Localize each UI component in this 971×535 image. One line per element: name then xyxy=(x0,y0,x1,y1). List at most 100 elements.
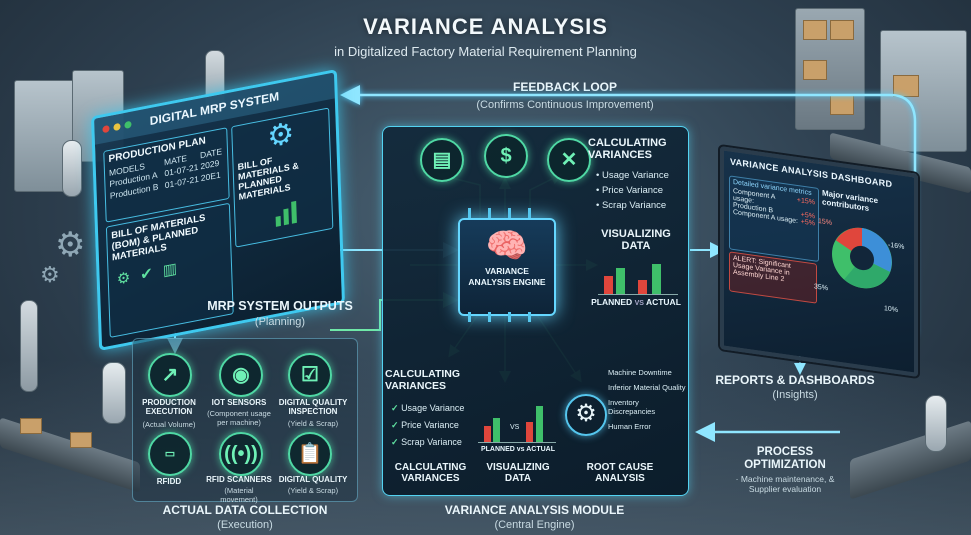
chart-caption: PLANNED VS ACTUAL xyxy=(588,297,684,307)
chart-bar-planned xyxy=(484,426,491,442)
chart-bar-actual xyxy=(493,418,500,442)
chip-pin xyxy=(508,312,511,322)
chip-pin xyxy=(528,312,531,322)
collection-item-sub: (Yield & Scrap) xyxy=(287,486,339,495)
module-subtitle: (Central Engine) xyxy=(494,519,575,531)
page-subtitle: in Digitalized Factory Material Requirem… xyxy=(334,44,637,59)
collection-item-sub: (Yield & Scrap) xyxy=(287,419,339,428)
shelf-crate xyxy=(893,75,919,97)
robot-arm xyxy=(20,300,38,392)
collection-item-label: DIGITAL QUALITY xyxy=(278,475,348,484)
contributors-panel: Major variance contributors 15% -16% 35%… xyxy=(814,188,904,360)
chip-pin xyxy=(488,208,491,218)
collection-title: ACTUAL DATA COLLECTION xyxy=(162,503,328,517)
conveyor-item xyxy=(70,432,92,448)
collection-item-label: RFID SCANNERS xyxy=(206,475,272,484)
metrics-panel: Detailed variance metrics Component A us… xyxy=(729,175,819,262)
chip-pin xyxy=(468,312,471,322)
chip-pin xyxy=(488,312,491,322)
check-icon: ✔ xyxy=(139,264,154,285)
engine-label: VARIANCE ANALYSIS ENGINE xyxy=(468,266,546,287)
mrp-outputs-subtitle: (Planning) xyxy=(254,316,306,328)
shelf-crate xyxy=(803,60,827,80)
gear-icon: ⚙ xyxy=(116,269,131,289)
shelf-crate xyxy=(803,20,827,40)
calc-bottom-item: ✓ Price Variance xyxy=(391,420,459,430)
feedback-loop-title: FEEDBACK LOOP xyxy=(512,80,617,94)
collection-item-sub: (Actual Volume) xyxy=(142,420,196,429)
variance-dashboard-screen: VARIANCE ANALYSIS DASHBOARD Detailed var… xyxy=(720,146,918,377)
calc-top-item: • Price Variance xyxy=(596,185,664,196)
collection-item-label: DIGITAL QUALITY INSPECTION xyxy=(278,398,348,416)
pie-label: 15% xyxy=(818,217,833,227)
collection-item-label: PRODUCTION EXECUTION xyxy=(142,398,196,416)
collection-item-sub: (Material movement) xyxy=(220,486,258,504)
page-title: VARIANCE ANALYSIS xyxy=(363,14,608,39)
pie-label: 10% xyxy=(884,305,899,315)
brain-icon: 🧠 xyxy=(485,227,529,265)
root-cause-item: Inventory Discrepancies xyxy=(608,398,656,416)
root-cause-item: Inferior Material Quality xyxy=(608,383,686,392)
chip-pin xyxy=(508,208,511,218)
footer-calc-variances: CALCULATING VARIANCES xyxy=(394,462,467,484)
caption-vs: VS xyxy=(634,300,644,307)
bom-panel-right: ⚙ BILL OF MATERIALS & PLANNED MATERIALS xyxy=(231,107,334,248)
bar-chart-icon: ▥ xyxy=(162,260,178,280)
process-optimization-title: PROCESS OPTIMIZATION xyxy=(744,446,826,471)
robot-worker xyxy=(102,362,126,424)
mrp-outputs-title: MRP SYSTEM OUTPUTS xyxy=(207,299,353,313)
footer-visualizing-data: VISUALIZING DATA xyxy=(486,462,550,484)
mini-bar xyxy=(291,200,297,224)
chart-bar-planned xyxy=(526,422,533,442)
chip-pin xyxy=(528,208,531,218)
calc-bottom-list: ✓ Usage Variance ✓ Price Variance ✓ Scra… xyxy=(391,400,481,451)
plan-row-date: 20E1 xyxy=(200,169,221,184)
variance-engine-chip: 🧠 VARIANCE ANALYSIS ENGINE xyxy=(458,218,556,316)
variance-pie-chart xyxy=(832,227,892,289)
chart-bar-planned xyxy=(638,280,647,294)
calc-bottom-item: ✓ Scrap Variance xyxy=(391,437,462,447)
chart-bar-actual xyxy=(536,406,543,442)
cancel-x-icon: ✕ xyxy=(547,138,591,182)
visualizing-data-title: VISUALIZING DATA xyxy=(601,228,671,252)
collection-item-label: RFIDD xyxy=(156,477,182,486)
reports-title: REPORTS & DASHBOARDS xyxy=(715,373,875,387)
calc-top-item: • Scrap Variance xyxy=(596,200,667,211)
feedback-loop-subtitle: (Confirms Continuous Improvement) xyxy=(476,99,654,111)
planned-vs-actual-chart xyxy=(598,262,678,295)
shelf-crate xyxy=(830,20,854,40)
check-icon: ✓ xyxy=(391,420,399,430)
rfid-icon: ▭ xyxy=(148,432,192,476)
root-cause-item: Machine Downtime xyxy=(608,368,672,377)
reports-subtitle: (Insights) xyxy=(772,389,818,401)
collection-item-sub: (Component usage per machine) xyxy=(207,409,271,427)
check-icon: ✓ xyxy=(391,437,399,447)
calc-variances-top-title: CALCULATING VARIANCES xyxy=(588,137,667,161)
mini-chart-caption: PLANNED vs ACTUAL xyxy=(480,446,556,453)
mini-bar xyxy=(275,215,281,227)
chart-bar-actual xyxy=(652,264,661,294)
scanner-icon: ((•)) xyxy=(219,432,263,476)
dollar-icon: $ xyxy=(484,134,528,178)
mini-bar xyxy=(283,208,289,226)
collection-subtitle: (Execution) xyxy=(217,519,273,531)
mini-planned-vs-actual-chart: VS xyxy=(478,402,556,443)
check-icon: ✓ xyxy=(391,403,399,413)
gear-icon: ⚙ xyxy=(55,226,86,264)
footer-root-cause: ROOT CAUSE ANALYSIS xyxy=(586,462,654,484)
process-optimization-subtitle: · Machine maintenance, & Supplier evalua… xyxy=(735,474,835,494)
conveyor-item xyxy=(20,418,42,434)
document-icon: ▤ xyxy=(420,138,464,182)
checklist-icon: ☑ xyxy=(288,353,332,397)
calc-bottom-item: ✓ Usage Variance xyxy=(391,403,465,413)
gear-icon: ⚙ xyxy=(40,262,60,287)
module-title: VARIANCE ANALYSIS MODULE xyxy=(444,503,625,517)
chip-pin xyxy=(468,208,471,218)
chart-bar-planned xyxy=(604,276,613,294)
robot-worker xyxy=(925,395,947,452)
caption-planned: PLANNED xyxy=(591,297,633,307)
calc-variances-bottom-title: CALCULATING VARIANCES xyxy=(385,368,461,392)
calc-top-item: • Usage Variance xyxy=(596,170,669,181)
feedback-loop-arrow xyxy=(340,85,917,335)
root-cause-gear-icon: ⚙ xyxy=(565,394,607,436)
